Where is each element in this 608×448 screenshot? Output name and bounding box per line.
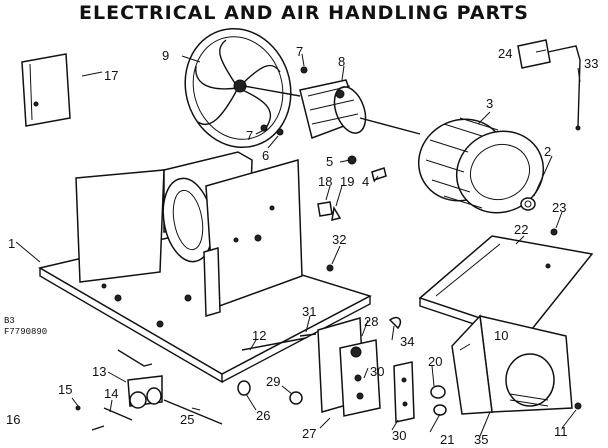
callout-15: 15 — [58, 382, 72, 397]
part-side-panel — [21, 53, 71, 127]
callout-5: 5 — [326, 154, 333, 169]
callout-26: 26 — [256, 408, 270, 423]
callout-31: 31 — [302, 304, 316, 319]
part-capacitor — [75, 349, 163, 431]
callout-16: 16 — [6, 412, 20, 427]
callout-18: 18 — [318, 174, 332, 189]
part-wire-harness — [241, 337, 307, 351]
callout-11: 11 — [554, 424, 568, 439]
model-code-line2: F7790890 — [4, 327, 48, 337]
model-code-line1: B3 — [4, 316, 15, 326]
callout-6: 6 — [262, 148, 269, 163]
part-rod — [163, 399, 223, 425]
callout-33: 33 — [584, 56, 598, 71]
callout-21: 21 — [440, 432, 454, 447]
callout-25: 25 — [180, 412, 194, 427]
callout-8: 8 — [338, 54, 345, 69]
callout-34: 34 — [400, 334, 414, 349]
callout-24: 24 — [498, 46, 512, 61]
callout-35: 35 — [474, 432, 488, 447]
callout-17: 17 — [104, 68, 118, 83]
callout-12: 12 — [252, 328, 266, 343]
callout-7b: 7 — [296, 44, 303, 59]
diagram-title: ELECTRICAL AND AIR HANDLING PARTS — [79, 2, 529, 24]
callout-14: 14 — [104, 386, 118, 401]
callout-2: 2 — [544, 144, 551, 159]
callout-labels: 1 2 3 4 5 6 7 7 8 9 10 11 12 13 14 15 16… — [6, 44, 598, 447]
callout-19: 19 — [340, 174, 354, 189]
callout-10: 10 — [494, 328, 508, 343]
part-blower-wheel — [417, 117, 545, 214]
part-bearing-ring — [520, 197, 536, 211]
callout-1: 1 — [8, 236, 15, 251]
part-bracket — [517, 39, 581, 131]
callout-29: 29 — [266, 374, 280, 389]
callout-30b: 30 — [392, 428, 406, 443]
part-fan-blade — [184, 27, 301, 149]
part-blower-motor — [299, 79, 421, 139]
callout-7a: 7 — [246, 128, 253, 143]
callout-30a: 30 — [370, 364, 384, 379]
part-fasteners — [237, 66, 582, 416]
callout-20: 20 — [428, 354, 442, 369]
callout-9: 9 — [162, 48, 169, 63]
callout-13: 13 — [92, 364, 106, 379]
part-clip — [388, 316, 402, 330]
callout-23: 23 — [552, 200, 566, 215]
callout-32: 32 — [332, 232, 346, 247]
callout-4: 4 — [362, 174, 369, 189]
part-blower-housing — [451, 314, 573, 415]
leader-lines — [15, 49, 581, 437]
part-control-box — [299, 317, 415, 423]
callout-3: 3 — [486, 96, 493, 111]
callout-27: 27 — [302, 426, 316, 441]
part-scroll-housing — [75, 151, 303, 317]
callout-22: 22 — [514, 222, 528, 237]
callout-28: 28 — [364, 314, 378, 329]
